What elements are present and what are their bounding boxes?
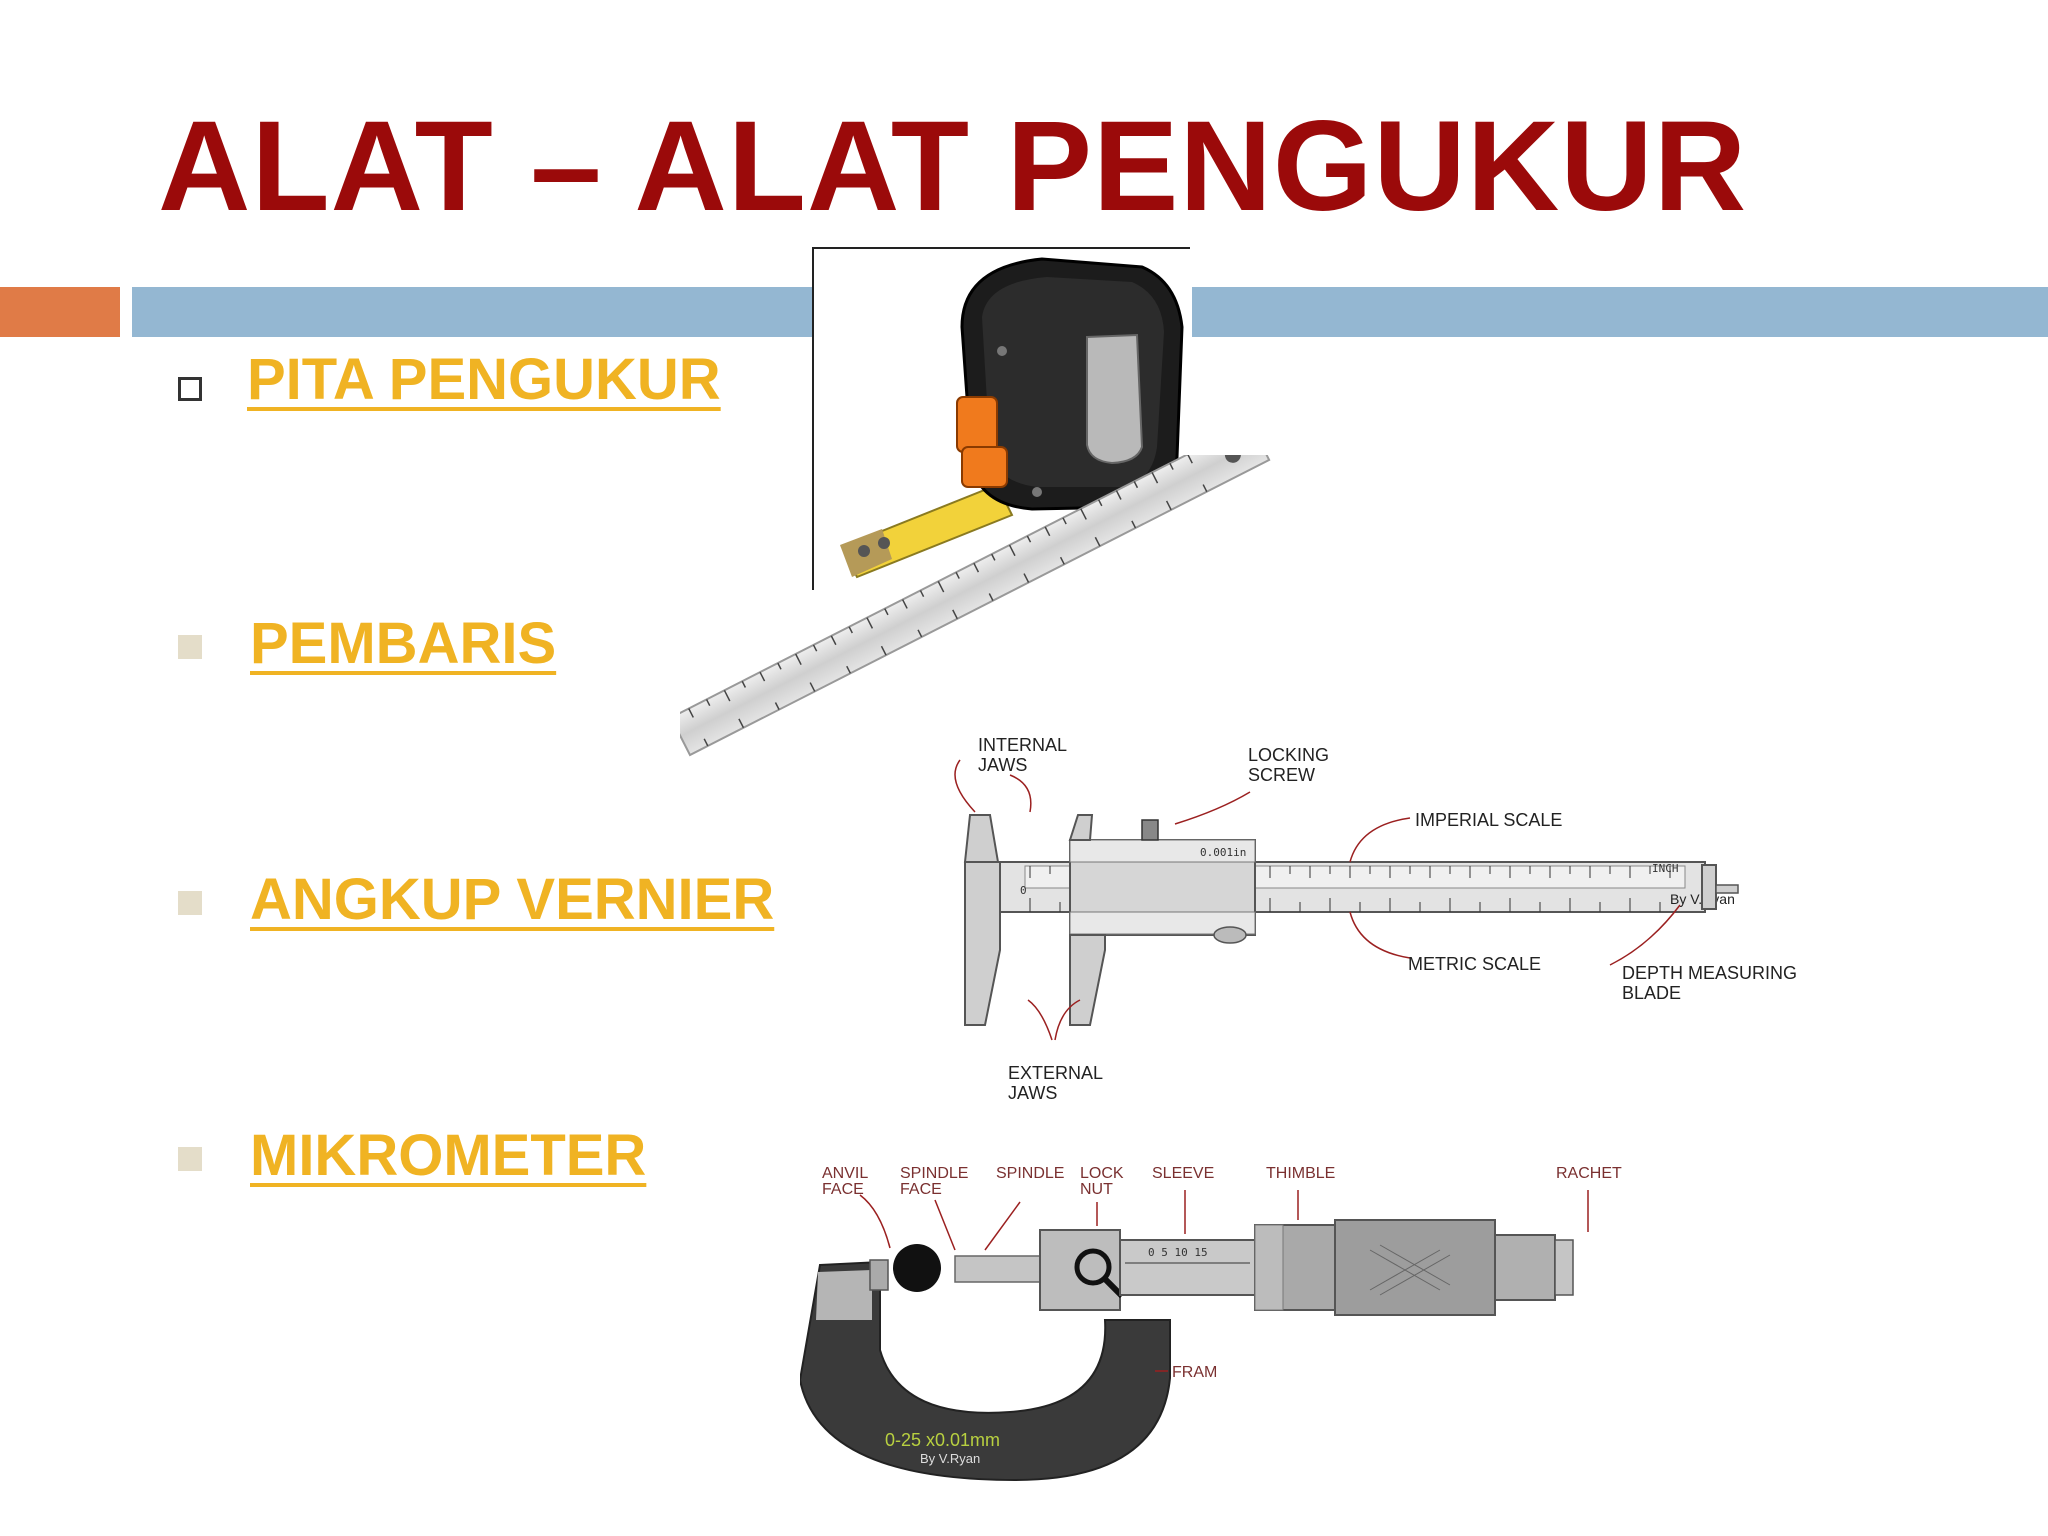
vernier-caliper-diagram: 0 INCH By V.Ryan 0.001in INTERNAL JAWS L… [954,735,1802,1103]
svg-text:ANVIL FACE: ANVIL FACE [822,1165,872,1198]
svg-text:EXTERNAL JAWS: EXTERNAL JAWS [1008,1063,1107,1103]
filled-square-icon [178,1147,202,1171]
vernier-inch-unit: INCH [1652,862,1679,875]
link-angkup-vernier[interactable]: ANGKUP VERNIER [250,867,775,932]
filled-square-icon [178,891,202,915]
vernier-label-external-jaws-2: JAWS [1008,1083,1057,1103]
micrometer-label-rachet: RACHET [1556,1165,1622,1182]
vernier-label-depth-blade-2: BLADE [1622,983,1681,1003]
tape-measure-image [812,247,1192,592]
micrometer-label-frame: FRAM [1172,1364,1217,1381]
vernier-label-locking-screw-1: LOCKING [1248,745,1329,765]
micrometer-label-lock-nut-1: LOCK [1080,1165,1124,1182]
micrometer-label-spindle-face-2: FACE [900,1181,942,1198]
svg-text:DEPTH MEASURING BLADE: DEPTH MEASURING BLADE [1622,963,1802,1003]
filled-square-icon [178,635,202,659]
vernier-label-locking-screw-2: SCREW [1248,765,1315,785]
accent-bar-orange [0,287,120,337]
link-pita-pengukur[interactable]: PITA PENGUKUR [247,347,721,412]
vernier-label-internal-jaws-1: INTERNAL [978,735,1067,755]
micrometer-label-anvil-face-1: ANVIL [822,1165,868,1182]
vernier-label-depth-blade-1: DEPTH MEASURING [1622,963,1797,983]
micrometer-diagram: 0-25 x0.01mm By V.Ryan 0 5 10 15 ANVIL F… [800,1165,1622,1482]
vernier-value: 0.001in [1200,846,1246,859]
svg-text:SPINDLE FACE: SPINDLE FACE [900,1165,973,1198]
micrometer-label-thimble: THIMBLE [1266,1165,1335,1182]
list-item-pita-pengukur: PITA PENGUKUR [0,340,820,420]
svg-text:LOCKING SCREW: LOCKING SCREW [1248,745,1334,785]
micrometer-label-spindle: SPINDLE [996,1165,1064,1182]
micrometer-label-lock-nut-2: NUT [1080,1181,1113,1198]
svg-text:LOCK NUT: LOCK NUT [1080,1165,1128,1198]
micrometer-label-sleeve: SLEEVE [1152,1165,1214,1182]
list-item-angkup-vernier: ANGKUP VERNIER [0,860,820,940]
svg-text:0: 0 [1020,884,1027,897]
hollow-square-icon [178,377,202,401]
vernier-label-metric-scale: METRIC SCALE [1408,954,1541,974]
svg-text:0 5 10 15: 0 5 10 15 [1148,1246,1208,1259]
micrometer-credit: By V.Ryan [920,1451,980,1466]
micrometer-range: 0-25 x0.01mm [885,1430,1000,1450]
link-pembaris[interactable]: PEMBARIS [250,611,557,676]
list-item-pembaris: PEMBARIS [0,604,820,684]
micrometer-label-anvil-face-2: FACE [822,1181,864,1198]
vernier-label-internal-jaws-2: JAWS [978,755,1027,775]
svg-text:INTERNAL JAWS: INTERNAL JAWS [978,735,1071,775]
vernier-label-imperial-scale: IMPERIAL SCALE [1415,810,1562,830]
steel-ruler-image [680,455,1271,757]
list-item-mikrometer: MIKROMETER [0,1116,820,1196]
micrometer-label-spindle-face-1: SPINDLE [900,1165,968,1182]
vernier-label-external-jaws-1: EXTERNAL [1008,1063,1103,1083]
link-mikrometer[interactable]: MIKROMETER [250,1123,647,1188]
slide-title: ALAT – ALAT PENGUKUR [158,95,1748,238]
